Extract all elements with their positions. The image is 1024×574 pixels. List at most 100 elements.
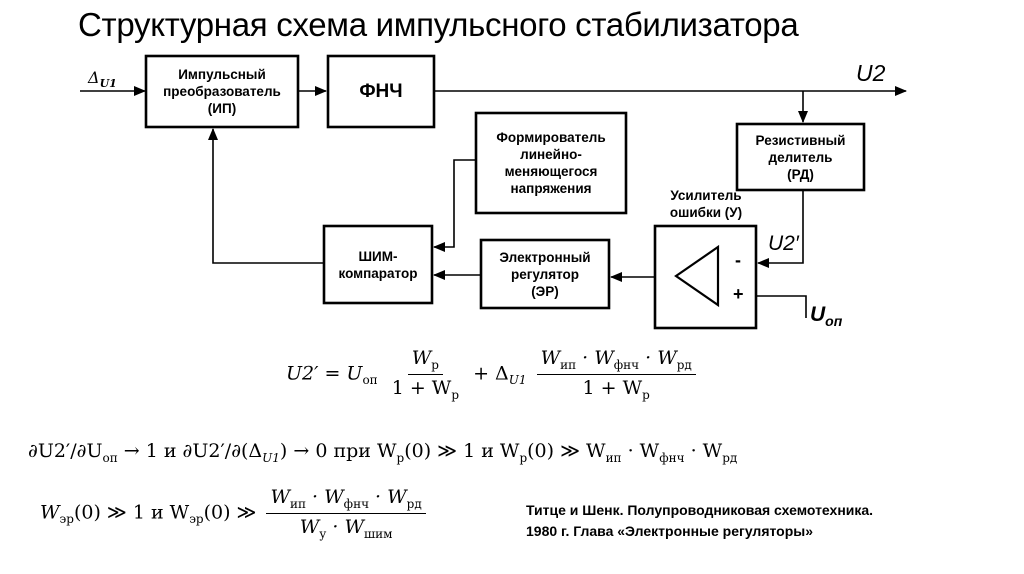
f2-d-sub: р [519,450,528,465]
f1-frac2-num-sub1: ип [560,357,577,372]
block-ip-line: (ИП) [207,101,237,116]
block-fnch: ФНЧ [328,56,434,127]
f1-frac1-den-sub: р [451,387,460,402]
f3-b-sub: эр [189,512,204,527]
block-former-line: линейно- [520,147,582,162]
reference-line: 1980 г. Глава «Электронные регуляторы» [526,523,814,539]
f2-b: → 1 и ∂U2′/∂(Δ [117,440,263,462]
block-amp-frame [653,224,758,330]
formula-conditions: ∂U2′/∂Uоп → 1 и ∂U2′/∂(ΔU1) → 0 при Wр(0… [28,440,737,465]
f1-frac1-den: 1 + Wр [388,375,463,402]
f3-num-sub1: ип [290,496,307,511]
block-pwm-line: компаратор [338,265,418,281]
block-pwm-frame [322,224,434,305]
literature-reference: Титце и Шенк. Полупроводниковая схемотех… [526,500,873,542]
f1-frac2-num-sub2: фнч [613,357,640,372]
reference-line: Титце и Шенк. Полупроводниковая схемотех… [526,502,874,518]
block-divider-frame [735,122,866,192]
signal-feedback-label: U2′ [768,232,799,255]
signal-reference-label: Uоп [810,303,842,329]
f1-lhs-sub: оп [362,373,378,388]
formula-transfer: U2′ = Uоп Wр 1 + Wр + ΔU1 Wип · Wфнч · W… [286,347,700,402]
f1-frac1-num-text: W [411,347,432,369]
f3-c: (0) ≫ [203,501,257,524]
block-er-line: регулятор [510,266,580,282]
block-former-line: Формирователь [496,130,606,145]
block-er-line: (ЭР) [531,283,559,299]
f3-num: Wип · Wфнч · Wрд [266,486,426,514]
f3-den-sub2: шим [363,526,393,541]
f2-c-sub: р [396,450,405,465]
signal-input-sub: U1 [99,77,117,91]
f2-e-sub: ип [605,450,622,465]
block-er-line: Электронный [499,249,591,265]
amp-plus-label: + [733,284,744,304]
f3-den-mid: · W [326,515,364,538]
f1-frac2-den-text: 1 + W [582,376,643,399]
f1-fraction-2: Wип · Wфнч · Wрд 1 + Wр [536,347,696,402]
f1-frac1-num-sub: р [431,357,439,372]
f1-fraction-1: Wр 1 + Wр [388,347,463,402]
f1-frac2-den-sub: р [642,387,650,402]
f2-b-sub: U1 [262,450,280,465]
block-amp-line: ошибки (У) [669,205,743,220]
f3-num-sub2: фнч [343,496,369,511]
f2-d: (0) ≫ 1 и W [404,440,520,462]
f3-b: (0) ≫ 1 и W [73,501,190,524]
f2-a: ∂U2′/∂U [28,440,103,462]
wire-pwm-ip [208,128,324,264]
f3-a-sub: эр [59,512,74,527]
block-amp-line: Усилитель [670,188,742,203]
wire-divider-amp [757,190,804,268]
f1-frac1-den-text: 1 + W [391,376,452,399]
block-former-line: напряжения [510,181,592,196]
f3-num-mid1: · W [306,486,344,508]
block-former: Формирователь линейно- меняющегося напря… [476,113,626,213]
block-former-line: меняющегося [504,164,598,179]
block-divider: Резистивный делитель (РД) [737,124,864,190]
block-er-frame [479,238,611,310]
block-pwm-line: ШИМ- [358,248,398,264]
signal-reference-sub: оп [825,313,843,330]
f3-num-sub3: рд [406,496,422,511]
f3-num-w: W [270,486,291,508]
block-ip-line: преобразователь [163,84,281,99]
page-title: Структурная схема импульсного стабилизат… [78,6,799,43]
amp-triangle-symbol [674,244,720,308]
f3-num-mid2: · W [369,486,407,508]
block-ip: Импульсный преобразователь (ИП) [146,56,298,127]
f3-fraction: Wип · Wфнч · Wрд Wу · Wшим [266,486,426,541]
block-er: Электронный регулятор (ЭР) [481,240,609,308]
f2-a-sub: оп [102,450,118,465]
block-ip-line: Импульсный [178,67,266,82]
block-divider-line: делитель [768,149,833,165]
f1-frac2-num-sub3: рд [676,357,692,372]
f3-den-w: W [299,515,320,538]
signal-input-delta: Δ [88,68,100,87]
block-fnch-label: ФНЧ [359,81,403,102]
block-former-frame [474,111,628,215]
signal-output-label: U2 [856,60,886,86]
f2-g-sub: рд [722,450,738,465]
f1-frac2-num-mid1: · W [576,347,614,369]
f1-frac2-num-w: W [540,347,561,369]
block-pwm: ШИМ- компаратор [324,226,432,303]
f2-f-sub: фнч [659,450,685,465]
f1-frac2-num: Wип · Wфнч · Wрд [536,347,696,375]
formula-regulator-gain: Wэр(0) ≫ 1 и Wэр(0) ≫ Wип · Wфнч · Wрд W… [40,486,430,541]
f1-frac2-den: 1 + Wр [579,375,654,402]
f3-a: W [40,501,60,524]
f1-mid: + Δ [473,362,509,385]
block-divider-line: (РД) [787,166,814,182]
f1-frac2-num-mid2: · W [639,347,677,369]
amp-minus-label: - [735,250,741,270]
f2-e: (0) ≫ W [527,440,606,462]
f3-den: Wу · Wшим [296,514,397,541]
f2-f: · W [621,440,660,462]
wire-reference [756,295,807,318]
f3-den-sub1: у [319,526,327,541]
f1-lhs: U2′ = U [286,362,363,385]
f1-frac1-num: Wр [407,347,443,375]
signal-reference-u: U [810,303,826,326]
f2-g: · W [684,440,723,462]
